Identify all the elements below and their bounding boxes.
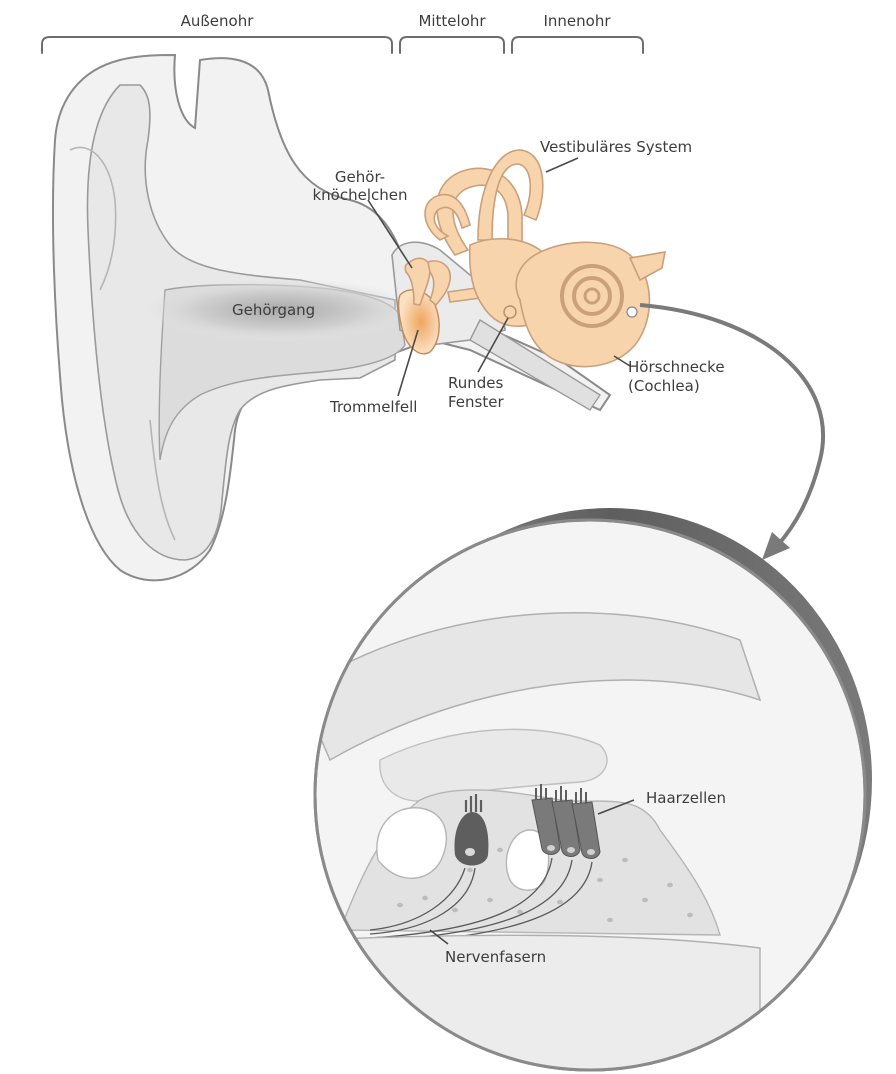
zoom-arrow <box>639 303 826 547</box>
antihelix-fold <box>69 146 117 291</box>
hair-cells-label: Haarzellen <box>646 789 726 807</box>
semicircular-canal-lateral <box>424 193 471 241</box>
eardrum-label: Trommelfell <box>329 398 417 416</box>
round-window-label-line1: Rundes <box>448 374 504 392</box>
cochlea-body <box>515 241 651 368</box>
zoom-arrow-head <box>762 532 790 560</box>
ear-canal-label: Gehörgang <box>232 301 315 319</box>
lobule-fold <box>149 419 176 541</box>
tectorial-membrane <box>379 728 608 802</box>
middle-ear-bracket <box>399 36 505 54</box>
leader-lines <box>367 157 631 397</box>
eardrum-leader <box>397 329 419 397</box>
round-window-label-line2: Fenster <box>448 393 504 411</box>
region-brackets <box>41 36 644 54</box>
ossicles-label-line1: Gehör- <box>335 168 385 186</box>
outer-hair-cells <box>531 784 601 859</box>
reissner-membrane-band <box>315 611 762 762</box>
middle-ear-label: Mittelohr <box>418 12 486 30</box>
eardrum <box>397 289 440 355</box>
inner-ear <box>424 149 666 368</box>
middle-ear <box>391 241 601 411</box>
inner-tunnel <box>376 807 447 879</box>
cochlea-leader <box>613 355 631 367</box>
inner-ear-bracket <box>511 36 644 54</box>
eustachian-tube <box>469 318 601 411</box>
ossicles-leader <box>367 199 413 269</box>
cochlea-label-line2: (Cochlea) <box>628 377 700 395</box>
round-window-leader <box>477 317 509 373</box>
cochlea <box>515 241 666 368</box>
cochlea-spiral-inner <box>583 287 601 305</box>
outer-ear-label: Außenohr <box>181 12 255 30</box>
round-window <box>503 305 517 319</box>
lens-outline <box>313 518 867 1072</box>
cell-nuclei <box>397 847 693 923</box>
cochlea-spiral-outer <box>560 264 624 328</box>
ossicles-label-line2: knöchelchen <box>312 186 407 204</box>
cochlea-spiral-mid <box>572 276 612 316</box>
inner-hair-cell <box>454 794 489 866</box>
cochlea-label-line1: Hörschnecke <box>628 358 725 376</box>
outer-ear-shape <box>51 53 612 582</box>
incus <box>427 260 451 307</box>
nerve-fibers-label: Nervenfasern <box>445 948 546 966</box>
cochlea-detail-marker <box>626 306 638 318</box>
cochlea-extension <box>628 251 666 282</box>
vestibular-leader <box>545 157 579 173</box>
magnified-lens <box>313 508 872 1072</box>
nerve-fibers-leader <box>429 929 449 945</box>
ear-canal-shade <box>140 278 420 342</box>
semicircular-canal-posterior <box>477 149 544 241</box>
vestibular-label: Vestibuläres System <box>540 138 692 156</box>
inner-ear-label: Innenohr <box>543 12 611 30</box>
outer-ear-bracket <box>41 36 393 54</box>
hair-cells-leader <box>597 799 635 815</box>
